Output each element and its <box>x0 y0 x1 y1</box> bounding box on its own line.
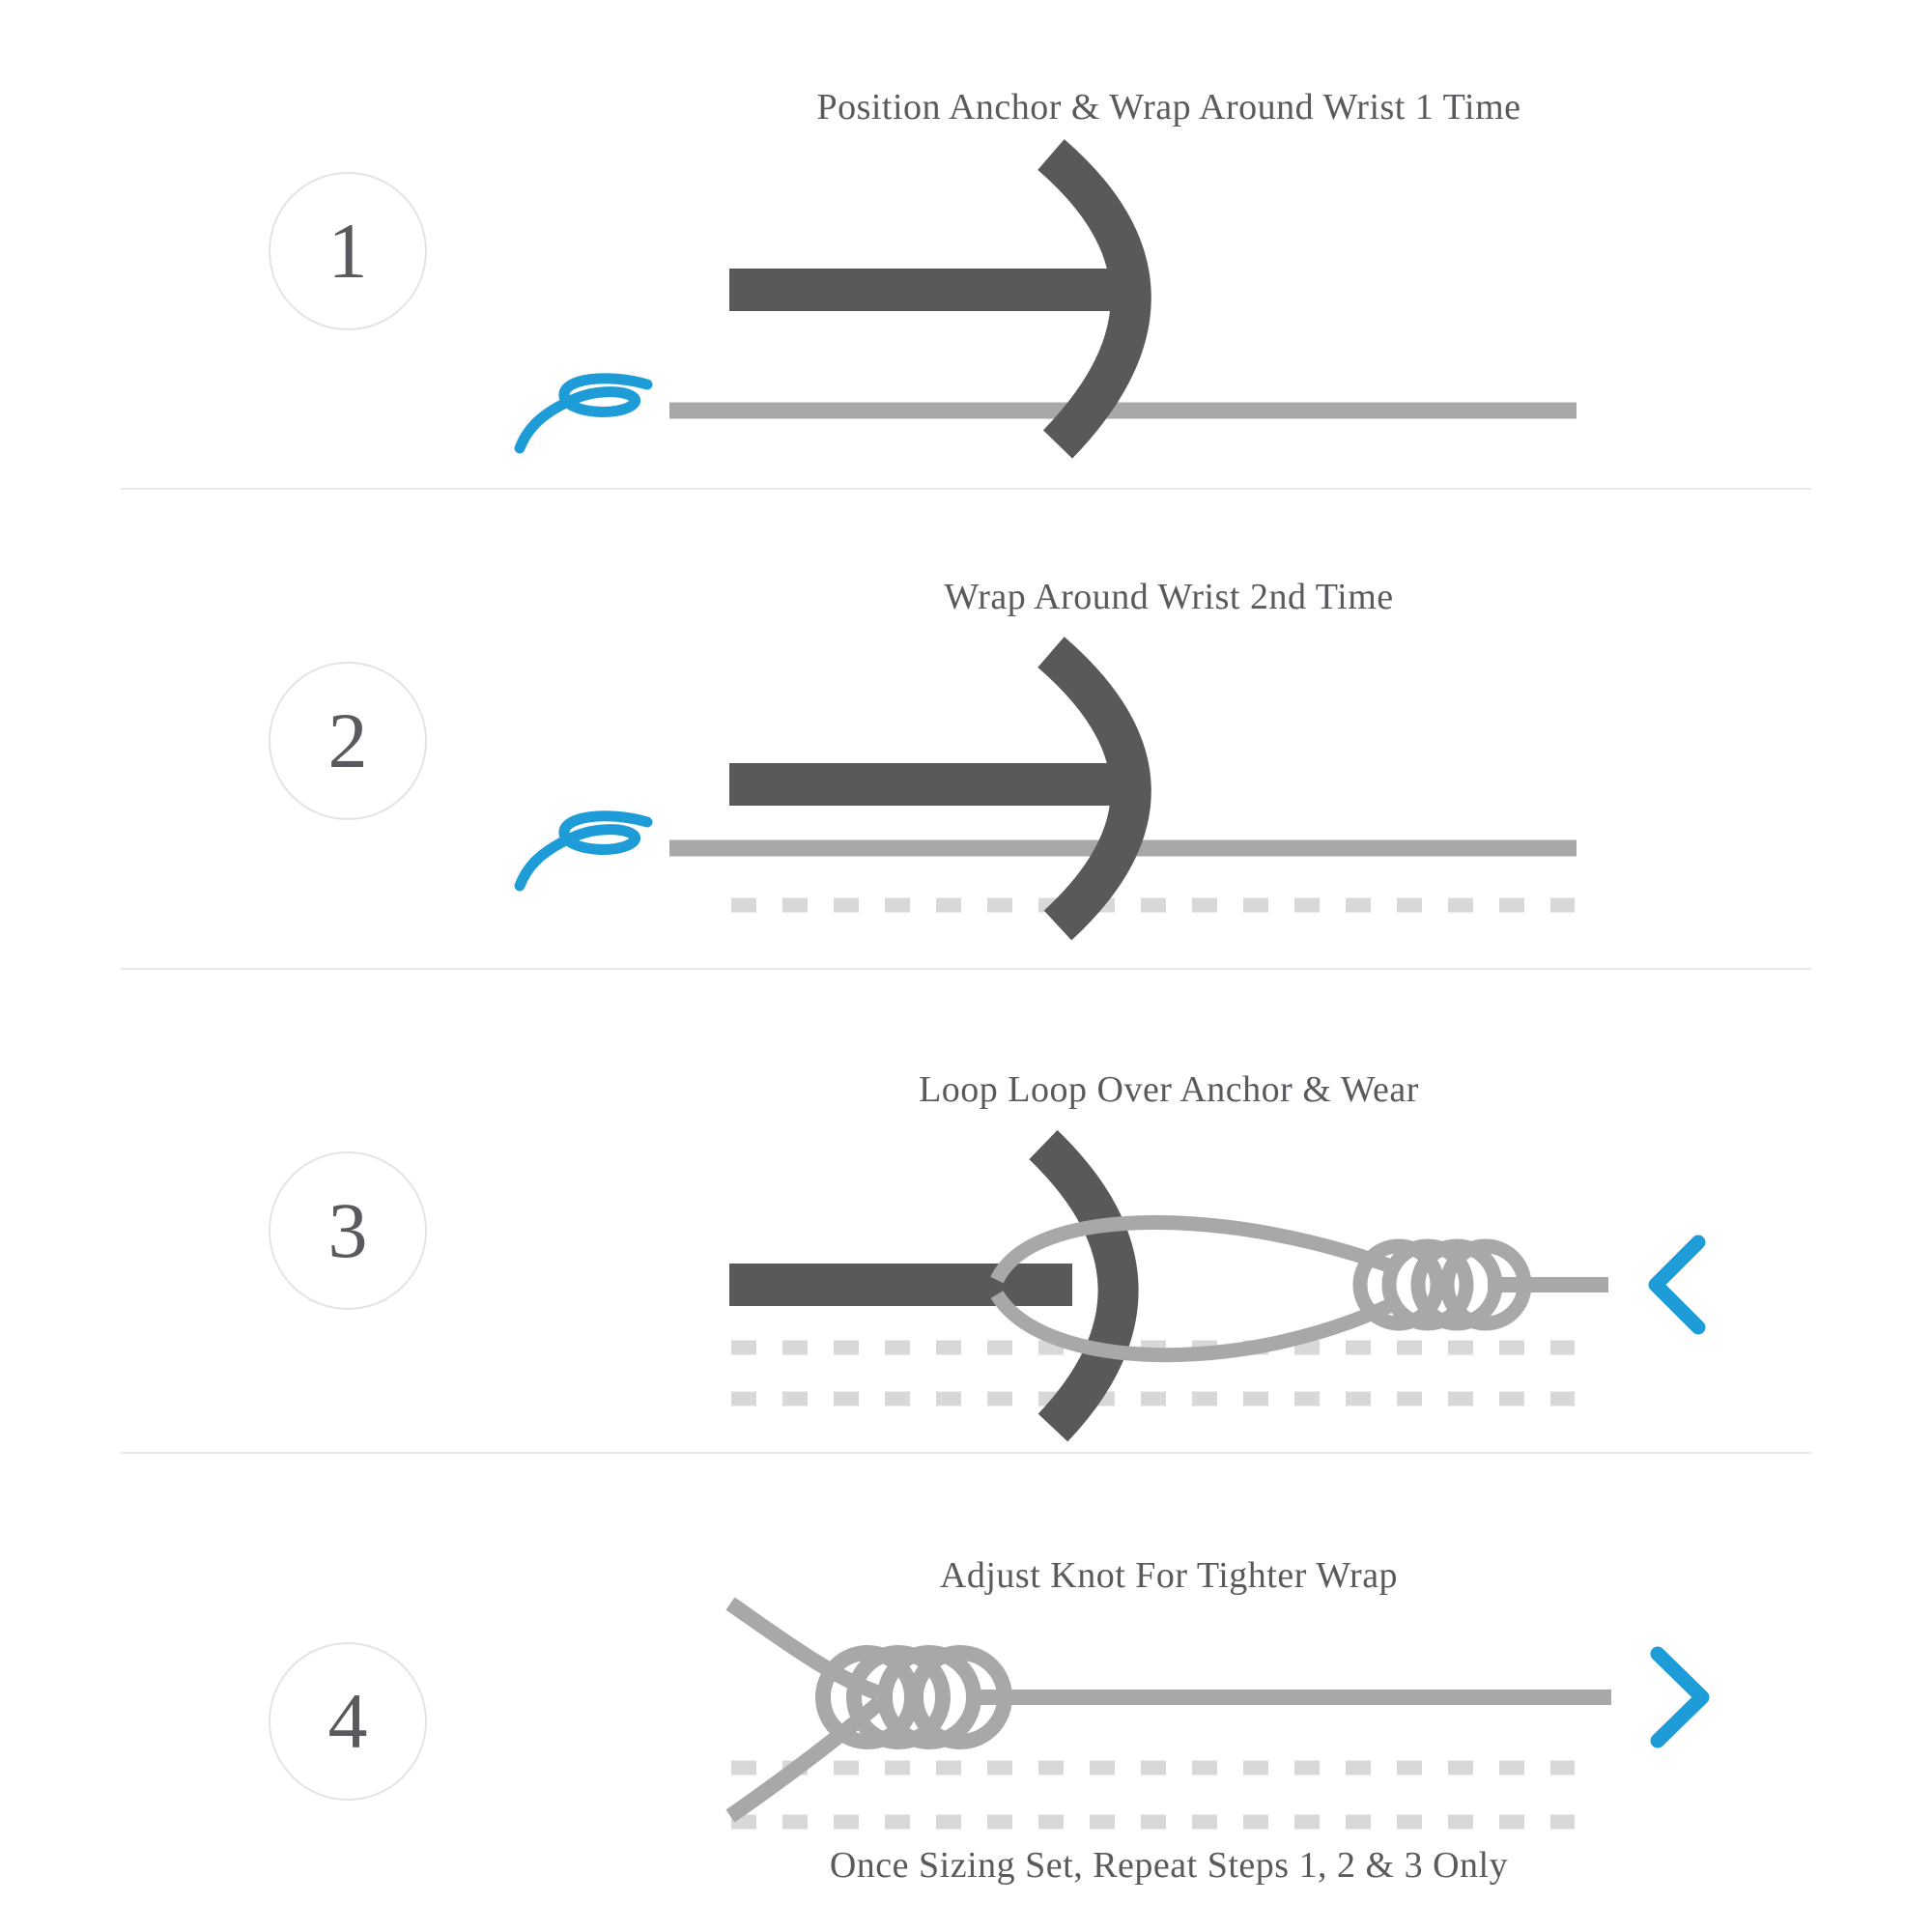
cord-end-flourish-icon <box>514 373 653 454</box>
step-number-badge: 4 <box>269 1642 427 1801</box>
knot-coil-ring <box>1352 1238 1445 1331</box>
knot-coil <box>1352 1238 1532 1331</box>
step-number: 4 <box>327 1677 368 1765</box>
step-number: 2 <box>327 696 368 784</box>
step-number-badge: 1 <box>269 172 427 330</box>
anchor-icon <box>729 139 1151 459</box>
step-number-badge: 3 <box>269 1151 427 1310</box>
cord-end-flourish-icon <box>514 810 653 892</box>
footer-note: Once Sizing Set, Repeat Steps 1, 2 & 3 O… <box>829 1845 1509 1886</box>
knot-coil-ring <box>908 1645 1012 1749</box>
section-divider <box>121 968 1811 970</box>
step-1-illustration <box>514 139 1577 459</box>
step-number-badge: 2 <box>269 662 427 820</box>
section-divider <box>121 488 1811 490</box>
anchor-icon <box>729 637 1151 941</box>
knot-coil-ring <box>1381 1238 1474 1331</box>
anchor-icon <box>729 1129 1139 1442</box>
step-title: Wrap Around Wrist 2nd Time <box>944 577 1394 617</box>
step-number: 3 <box>327 1186 368 1274</box>
step-number: 1 <box>327 207 368 295</box>
cord-loop-top <box>990 1215 1402 1284</box>
step-2-illustration <box>514 637 1577 941</box>
step-3-illustration <box>729 1129 1706 1442</box>
section-divider <box>121 1452 1811 1454</box>
anchor-arc <box>1037 139 1151 459</box>
cord-loop <box>990 1215 1405 1363</box>
knot-coil-ring <box>877 1645 981 1749</box>
chevron-left-icon <box>1648 1235 1706 1335</box>
knot-coil-ring <box>1439 1238 1532 1331</box>
anchor-arc <box>1037 637 1151 941</box>
knot-coil-ring <box>846 1645 951 1749</box>
knot-coil <box>815 1645 1012 1749</box>
step-4-illustration <box>725 1597 1710 1830</box>
chevron-right-icon <box>1650 1646 1710 1748</box>
step-title: Position Anchor & Wrap Around Wrist 1 Ti… <box>816 87 1521 128</box>
knot-coil-ring <box>1410 1238 1503 1331</box>
cord-loop-bottom <box>990 1290 1405 1363</box>
step-title: Loop Loop Over Anchor & Wear <box>919 1069 1419 1110</box>
anchor-arc <box>1029 1129 1139 1442</box>
step-title: Adjust Knot For Tighter Wrap <box>939 1555 1399 1596</box>
